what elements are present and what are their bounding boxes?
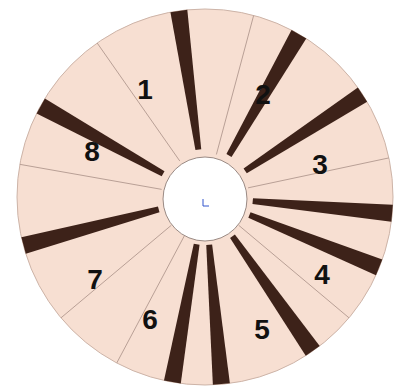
callout-number: 6 xyxy=(142,306,158,334)
axis-icon xyxy=(203,199,209,206)
callout-number: 1 xyxy=(137,76,153,104)
central-opening xyxy=(163,157,247,241)
step-disc xyxy=(17,9,393,385)
callout-number: 5 xyxy=(254,316,270,344)
stringer-band xyxy=(230,235,320,356)
callout-number: 7 xyxy=(87,266,103,294)
callout-number: 8 xyxy=(84,138,100,166)
stringer-band xyxy=(170,10,201,150)
callout-number: 3 xyxy=(312,151,328,179)
stringer-band xyxy=(21,207,159,254)
step-edge xyxy=(61,225,171,318)
callout-number: 4 xyxy=(314,261,330,289)
stringer-band xyxy=(37,98,165,176)
stringer-band xyxy=(252,198,392,222)
callout-number: 2 xyxy=(255,81,271,109)
step-edge xyxy=(20,164,162,189)
stringer-band xyxy=(206,244,230,384)
step-edge xyxy=(216,15,253,154)
stringer-band xyxy=(164,244,200,384)
